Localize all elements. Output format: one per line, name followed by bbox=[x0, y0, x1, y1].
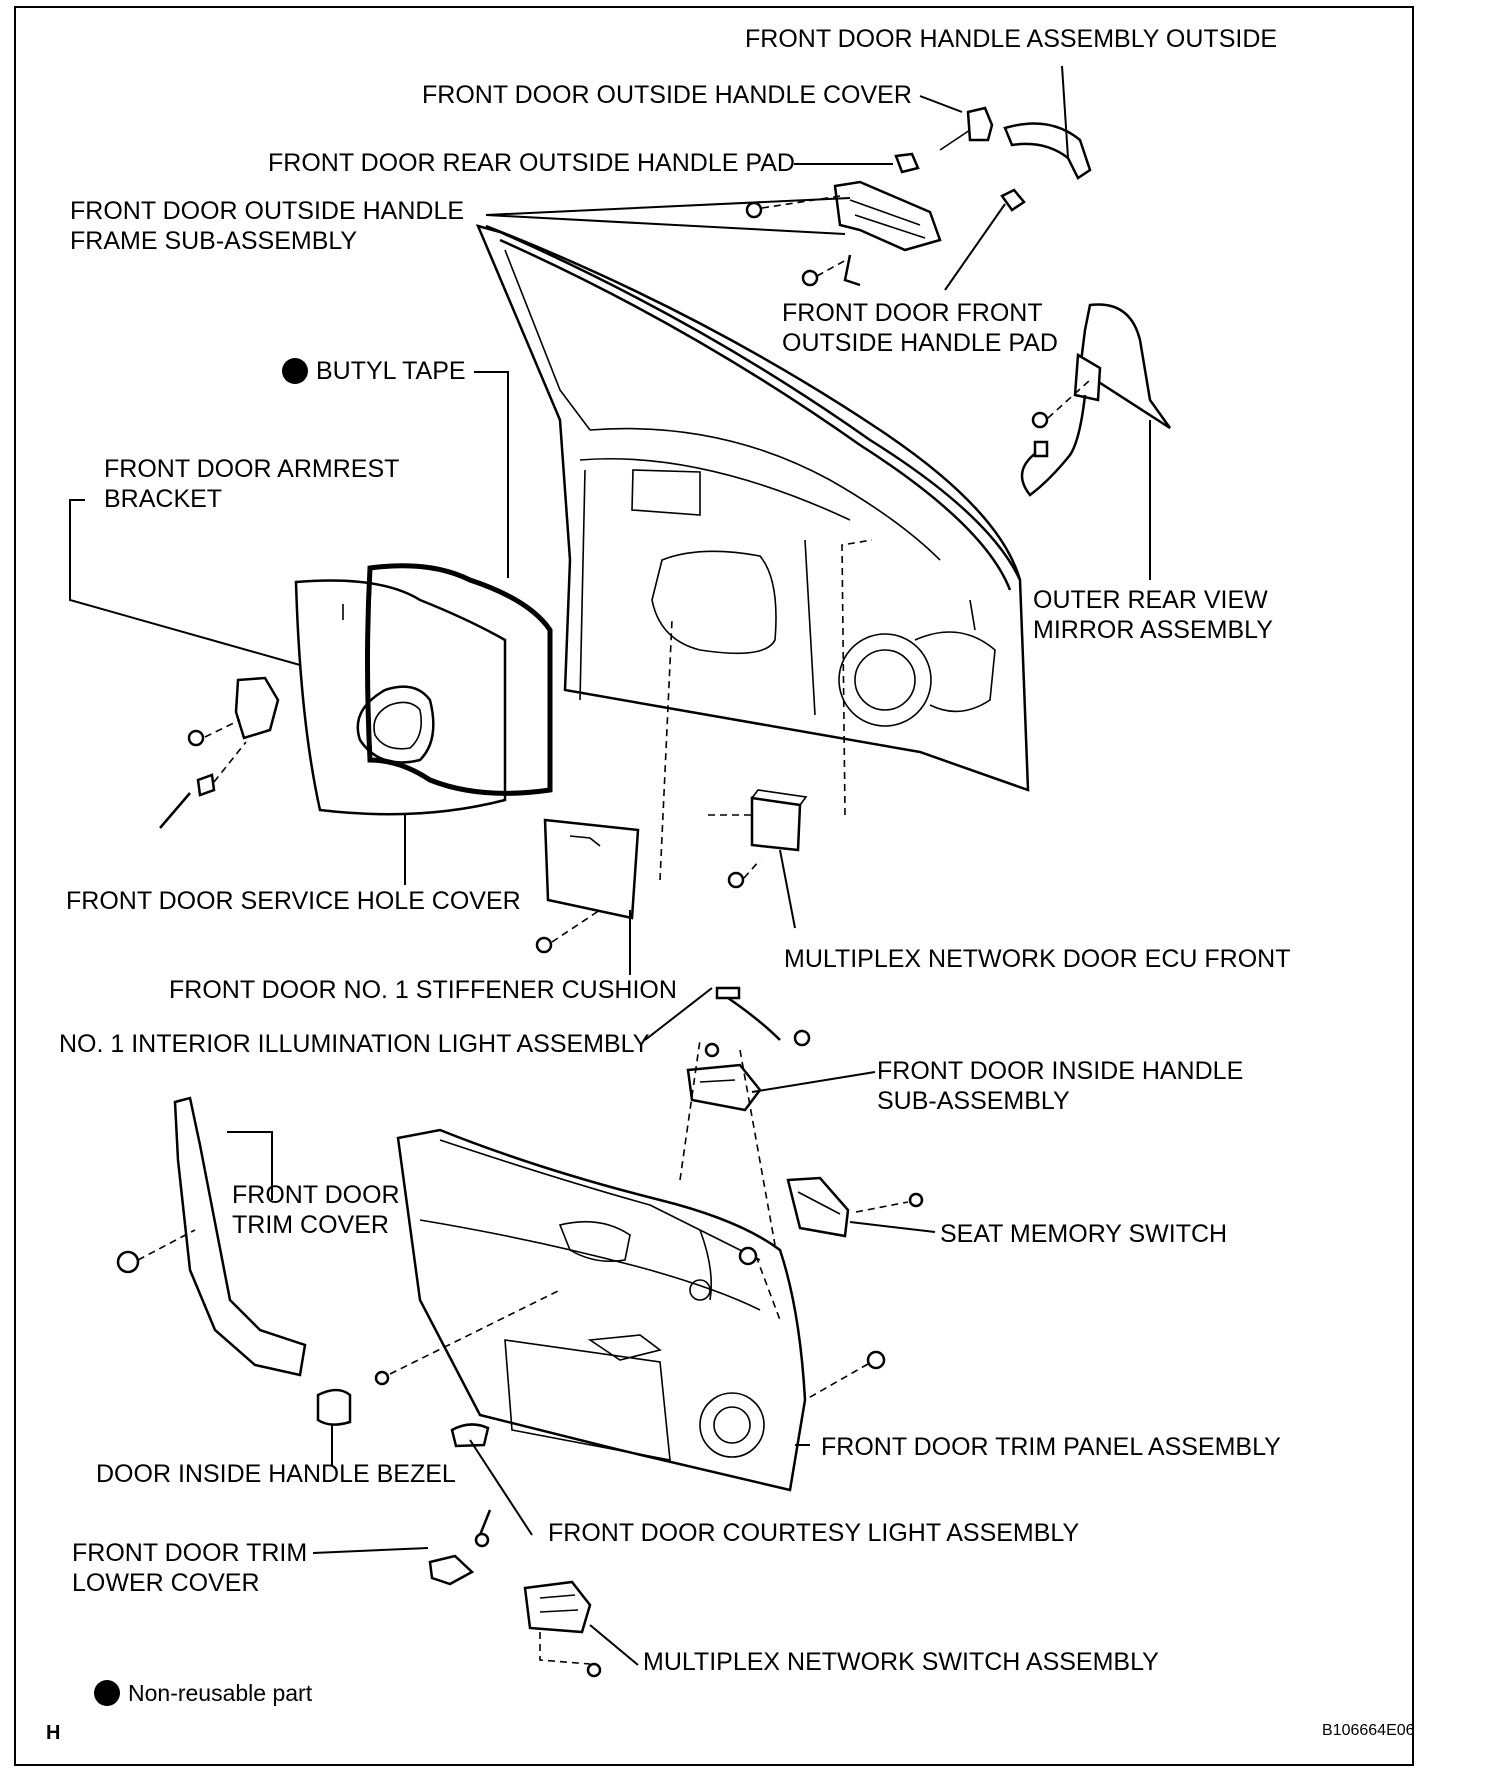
label-handle-frame: FRONT DOOR OUTSIDE HANDLE FRAME SUB-ASSE… bbox=[70, 197, 465, 255]
trim-cover-part bbox=[116, 1096, 307, 1377]
trim-panel-part bbox=[396, 1128, 807, 1492]
corner-letter: H bbox=[46, 1722, 61, 1744]
label-handle-bezel: DOOR INSIDE HANDLE BEZEL bbox=[96, 1460, 456, 1488]
butyl-tape-part bbox=[365, 563, 553, 796]
label-front-handle-pad: FRONT DOOR FRONT OUTSIDE HANDLE PAD bbox=[782, 299, 1058, 357]
service-hole-cover-part bbox=[294, 579, 507, 816]
legend-dot-icon bbox=[94, 1680, 120, 1706]
leader-lines bbox=[69, 65, 1151, 1666]
label-courtesy-light: FRONT DOOR COURTESY LIGHT ASSEMBLY bbox=[548, 1519, 1080, 1547]
panel-clips bbox=[374, 1246, 886, 1401]
outside-handle-part bbox=[1003, 122, 1092, 180]
illumination-light-part bbox=[715, 986, 811, 1047]
figure-code: B106664E06 bbox=[1322, 1722, 1415, 1739]
legend: Non-reusable part bbox=[94, 1678, 312, 1708]
label-rear-handle-pad: FRONT DOOR REAR OUTSIDE HANDLE PAD bbox=[268, 149, 795, 177]
seat-memory-switch-part bbox=[786, 1176, 924, 1238]
armrest-bracket-part bbox=[159, 676, 280, 829]
label-mirror: OUTER REAR VIEW MIRROR ASSEMBLY bbox=[1033, 586, 1273, 644]
outside-handle-cover-part bbox=[939, 106, 994, 151]
handle-frame-part bbox=[745, 180, 942, 287]
inside-handle-part bbox=[686, 1042, 762, 1112]
courtesy-light-part bbox=[450, 1423, 492, 1548]
label-illumination-light: NO. 1 INTERIOR ILLUMINATION LIGHT ASSEMB… bbox=[59, 1030, 650, 1058]
handle-bezel-part bbox=[316, 1388, 352, 1426]
label-switch-assembly: MULTIPLEX NETWORK SWITCH ASSEMBLY bbox=[643, 1648, 1159, 1676]
label-trim-lower-cover: FRONT DOOR TRIM LOWER COVER bbox=[72, 1539, 308, 1597]
trim-lower-cover-part bbox=[428, 1554, 475, 1586]
legend-text: Non-reusable part bbox=[128, 1680, 313, 1706]
door-ecu-part bbox=[708, 789, 808, 889]
label-door-ecu: MULTIPLEX NETWORK DOOR ECU FRONT bbox=[784, 945, 1291, 973]
multiplex-switch-part bbox=[523, 1580, 602, 1678]
label-trim-panel: FRONT DOOR TRIM PANEL ASSEMBLY bbox=[821, 1433, 1281, 1461]
label-inside-handle: FRONT DOOR INSIDE HANDLE SUB-ASSEMBLY bbox=[877, 1057, 1244, 1115]
label-butyl-tape: BUTYL TAPE bbox=[282, 356, 466, 386]
door-shell bbox=[475, 224, 1030, 792]
label-seat-memory-switch: SEAT MEMORY SWITCH bbox=[940, 1220, 1228, 1248]
label-butyl-tape-text: BUTYL TAPE bbox=[316, 357, 466, 385]
label-outside-handle-cover: FRONT DOOR OUTSIDE HANDLE COVER bbox=[422, 81, 912, 109]
label-trim-cover: FRONT DOOR TRIM COVER bbox=[232, 1181, 400, 1239]
label-service-hole-cover: FRONT DOOR SERVICE HOLE COVER bbox=[66, 887, 521, 915]
label-handle-outside: FRONT DOOR HANDLE ASSEMBLY OUTSIDE bbox=[745, 25, 1278, 53]
stiffener-cushion-part bbox=[535, 818, 640, 954]
rear-handle-pad-part bbox=[894, 152, 920, 174]
front-handle-pad-part bbox=[1000, 188, 1026, 212]
label-armrest-bracket: FRONT DOOR ARMREST BRACKET bbox=[104, 455, 399, 513]
dashed-alignment-lines bbox=[659, 539, 873, 1246]
mirror-part bbox=[1020, 303, 1172, 497]
non-reusable-dot-icon bbox=[282, 358, 308, 384]
label-stiffener-cushion: FRONT DOOR NO. 1 STIFFENER CUSHION bbox=[169, 976, 677, 1004]
diagram-frame bbox=[14, 6, 1414, 1766]
